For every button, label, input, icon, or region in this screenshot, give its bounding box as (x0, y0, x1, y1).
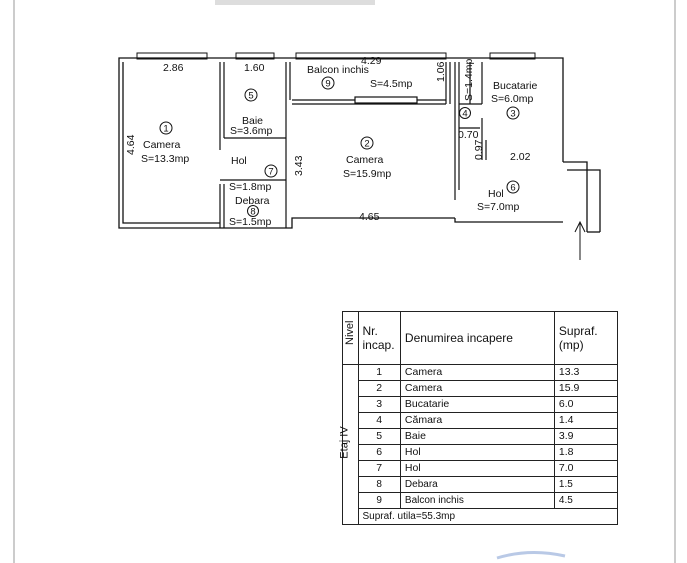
room-number-circle (506, 106, 520, 120)
room-7-area: S=1.8mp (229, 181, 271, 193)
dim-0-70: 0.70 (458, 129, 479, 141)
room-1-number: 1 (163, 124, 168, 135)
room-number-circle (321, 76, 335, 90)
room-7-name: Hol (231, 155, 247, 167)
header-area: Supraf. (mp) (553, 311, 619, 365)
room-5-area: S=3.6mp (230, 125, 272, 137)
room-number-circle (264, 164, 278, 178)
room-6-name: Hol (488, 188, 504, 200)
outer-walls (118, 57, 601, 233)
room-6-number: 6 (510, 183, 515, 194)
row-area: 15.9 (553, 380, 619, 397)
room-1-area: S=13.3mp (141, 153, 189, 165)
dim-0-97: 0.97 (473, 139, 485, 160)
dim-2-02: 2.02 (510, 151, 531, 163)
row-name: Baie (399, 428, 555, 445)
table-row: 6 Hol 1.8 (343, 444, 619, 461)
row-name: Hol (399, 444, 555, 461)
room-number-circle (244, 88, 258, 102)
dimension-labels: 2.86 1.60 4.29 1.06 4.64 3.43 4.65 0.97 … (125, 55, 531, 223)
room-number-circle (506, 180, 520, 194)
room-4-area: S=1.4mp (463, 59, 475, 101)
row-nr: 8 (357, 476, 401, 493)
room-5-number: 5 (248, 91, 253, 102)
room-labels: 1 Camera S=13.3mp 2 Camera S=15.9mp Buca… (141, 59, 538, 228)
row-area: 7.0 (553, 460, 619, 477)
table-row: 4 Cămara 1.4 (343, 412, 619, 429)
row-name: Camera (399, 364, 555, 381)
dim-1-06: 1.06 (435, 61, 447, 82)
row-nr: 7 (357, 460, 401, 477)
header-nivel: Nivel (342, 311, 359, 365)
room-7-number: 7 (268, 167, 273, 178)
dim-2-86: 2.86 (163, 62, 184, 74)
row-name: Hol (399, 460, 555, 477)
dim-3-43: 3.43 (293, 155, 305, 176)
room-5-name: Baie (242, 115, 263, 127)
floor-cell: Etaj IV (339, 364, 359, 525)
room-table: Nivel Nr. incap. Denumirea incapere Supr… (339, 311, 619, 525)
windows (136, 52, 536, 60)
row-name: Bucatarie (399, 396, 555, 413)
room-number-circle (360, 136, 374, 150)
room-2-number: 2 (364, 139, 369, 150)
room-2-area: S=15.9mp (343, 168, 391, 180)
room-8-name: Debara (235, 195, 270, 207)
room-6-area: S=7.0mp (477, 201, 519, 213)
row-name: Cămara (399, 412, 555, 429)
room-8-area: S=1.5mp (229, 216, 271, 228)
room-4-number: 4 (462, 109, 467, 120)
table-row: 7 Hol 7.0 (343, 460, 619, 477)
entry-arrow-icon (574, 220, 586, 260)
row-area: 1.8 (553, 444, 619, 461)
room-number-circle (159, 121, 173, 135)
table-header-row: Nivel Nr. incap. Denumirea incapere Supr… (342, 311, 619, 365)
row-nr: 4 (357, 412, 401, 429)
table-total-row: Supraf. utila=55.3mp (343, 508, 618, 525)
room-3-number: 3 (510, 109, 515, 120)
room-1-name: Camera (143, 139, 181, 151)
cut-title (215, 0, 375, 5)
row-nr: 3 (357, 396, 401, 413)
watermark-logo (496, 550, 566, 560)
row-nr: 5 (357, 428, 401, 445)
row-name: Balcon inchis (399, 492, 555, 509)
room-8-number: 8 (250, 207, 255, 218)
room-9-number: 9 (325, 79, 330, 90)
table-row: 9 Balcon inchis 4.5 (343, 492, 619, 509)
row-area: 3.9 (553, 428, 619, 445)
row-area: 13.3 (553, 364, 619, 381)
row-area: 1.5 (553, 476, 619, 493)
room-9-area: S=4.5mp (370, 78, 412, 90)
dim-4-29: 4.29 (361, 55, 382, 67)
interior-walls (219, 62, 487, 228)
dim-1-60: 1.60 (244, 62, 265, 74)
row-nr: 9 (357, 492, 401, 509)
row-nr: 6 (357, 444, 401, 461)
row-name: Debara (399, 476, 555, 493)
room-2-name: Camera (346, 154, 384, 166)
room-9-name: Balcon inchis (307, 64, 369, 76)
row-name: Camera (399, 380, 555, 397)
table-row: 5 Baie 3.9 (343, 428, 619, 445)
header-name: Denumirea incapere (399, 311, 555, 365)
row-nr: 1 (357, 364, 401, 381)
room-3-name: Bucatarie (493, 80, 538, 92)
dim-4-64: 4.64 (125, 134, 137, 155)
table-row: 3 Bucatarie 6.0 (343, 396, 619, 413)
row-area: 1.4 (553, 412, 619, 429)
total-area: Supraf. utila=55.3mp (357, 508, 618, 525)
table-row: Etaj IV 1 Camera 13.3 (339, 364, 619, 525)
table-row: 2 Camera 15.9 (343, 380, 619, 397)
room-number-circle (459, 107, 471, 119)
header-nr: Nr. incap. (357, 311, 401, 365)
row-area: 4.5 (553, 492, 619, 509)
room-3-area: S=6.0mp (491, 93, 533, 105)
table-row: 8 Debara 1.5 (343, 476, 619, 493)
dim-4-65: 4.65 (359, 211, 380, 223)
room-number-circle (247, 205, 259, 217)
row-nr: 2 (357, 380, 401, 397)
row-area: 6.0 (553, 396, 619, 413)
